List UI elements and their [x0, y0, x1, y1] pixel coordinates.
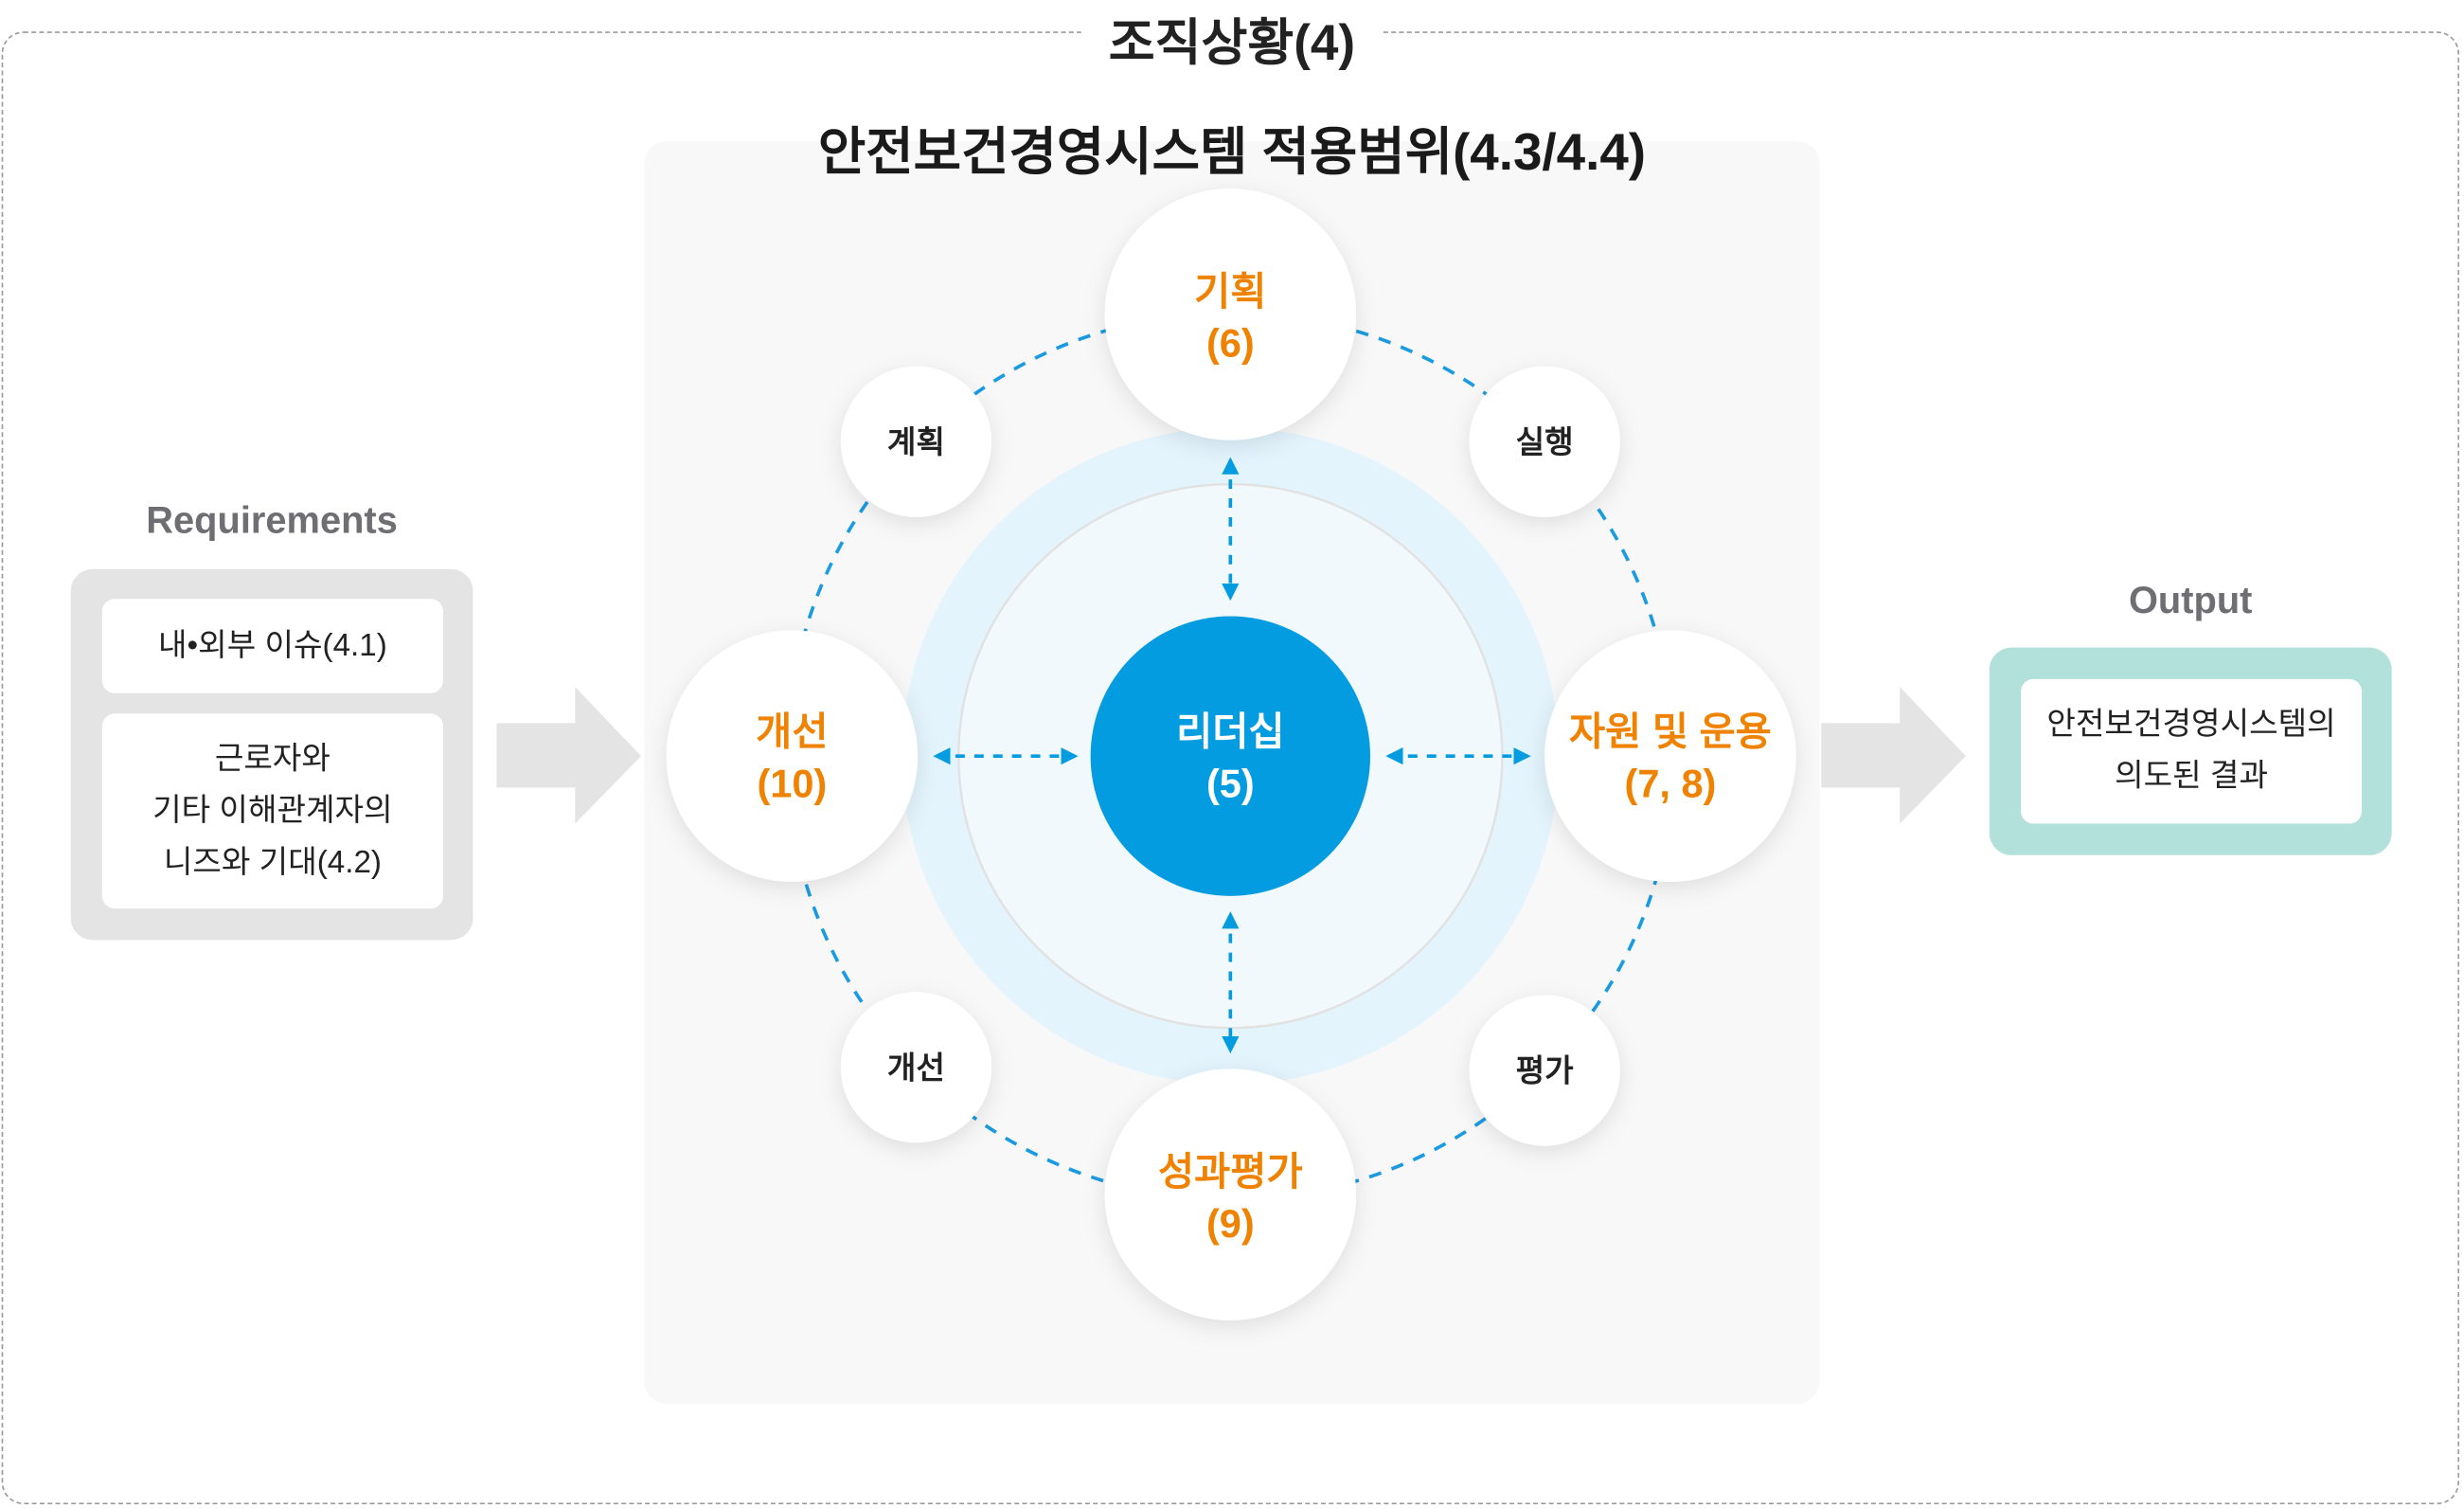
- leadership-clause: (5): [1206, 761, 1255, 805]
- pdca-check-label: 평가: [1516, 1054, 1575, 1089]
- output-label: Output: [2128, 580, 2253, 623]
- output-arrow: [1821, 687, 1966, 824]
- support-operation-node: 자원 및 운용 (7, 8): [1544, 630, 1796, 882]
- performance-evaluation-clause: (9): [1206, 1201, 1255, 1246]
- pdca-plan-label: 계획: [887, 425, 945, 460]
- improvement-label: 개선: [756, 710, 828, 754]
- requirements-label: Requirements: [146, 499, 398, 543]
- requirement-text: 기타 이해관계자의: [152, 793, 393, 828]
- requirement-item-issues: 내•외부 이슈(4.1): [101, 599, 443, 693]
- leadership-label: 리더십: [1176, 710, 1284, 754]
- improvement-node: 개선 (10): [666, 630, 919, 882]
- performance-evaluation-node: 성과평가 (9): [1104, 1069, 1357, 1320]
- support-operation-clause: (7, 8): [1625, 761, 1717, 805]
- leadership-circle: [1090, 616, 1370, 896]
- support-operation-label: 자원 및 운용: [1569, 710, 1772, 754]
- pdca-plan-node: 계획: [840, 366, 992, 517]
- scope-title: 안전보건경영시스템 적용범위(4.3/4.4): [817, 122, 1647, 181]
- requirement-item-needs: 근로자와 기타 이해관계자의 니즈와 기대(4.2): [101, 713, 443, 909]
- pdca-do-label: 실행: [1516, 425, 1574, 460]
- requirement-text: 내•외부 이슈(4.1): [158, 627, 387, 663]
- planning-clause: (6): [1206, 321, 1255, 366]
- output-item: 안전보건경영시스템의 의도된 결과: [2020, 678, 2363, 824]
- planning-label: 기획: [1194, 269, 1266, 314]
- pdca-act-label: 개선: [887, 1051, 945, 1086]
- pdca-do-node: 실행: [1469, 366, 1620, 517]
- output-text: 안전보건경영시스템의: [2046, 707, 2336, 743]
- pdca-act-node: 개선: [840, 992, 992, 1143]
- context-title: 조직상황(4): [1080, 13, 1384, 71]
- performance-evaluation-label: 성과평가: [1158, 1149, 1303, 1194]
- planning-node: 기획 (6): [1104, 189, 1357, 440]
- improvement-clause: (10): [757, 761, 827, 805]
- pdca-check-node: 평가: [1469, 995, 1620, 1146]
- input-arrow: [496, 687, 642, 824]
- requirement-text: 근로자와: [214, 741, 330, 776]
- requirement-text: 니즈와 기대(4.2): [163, 844, 382, 880]
- output-text: 의도된 결과: [2115, 759, 2268, 794]
